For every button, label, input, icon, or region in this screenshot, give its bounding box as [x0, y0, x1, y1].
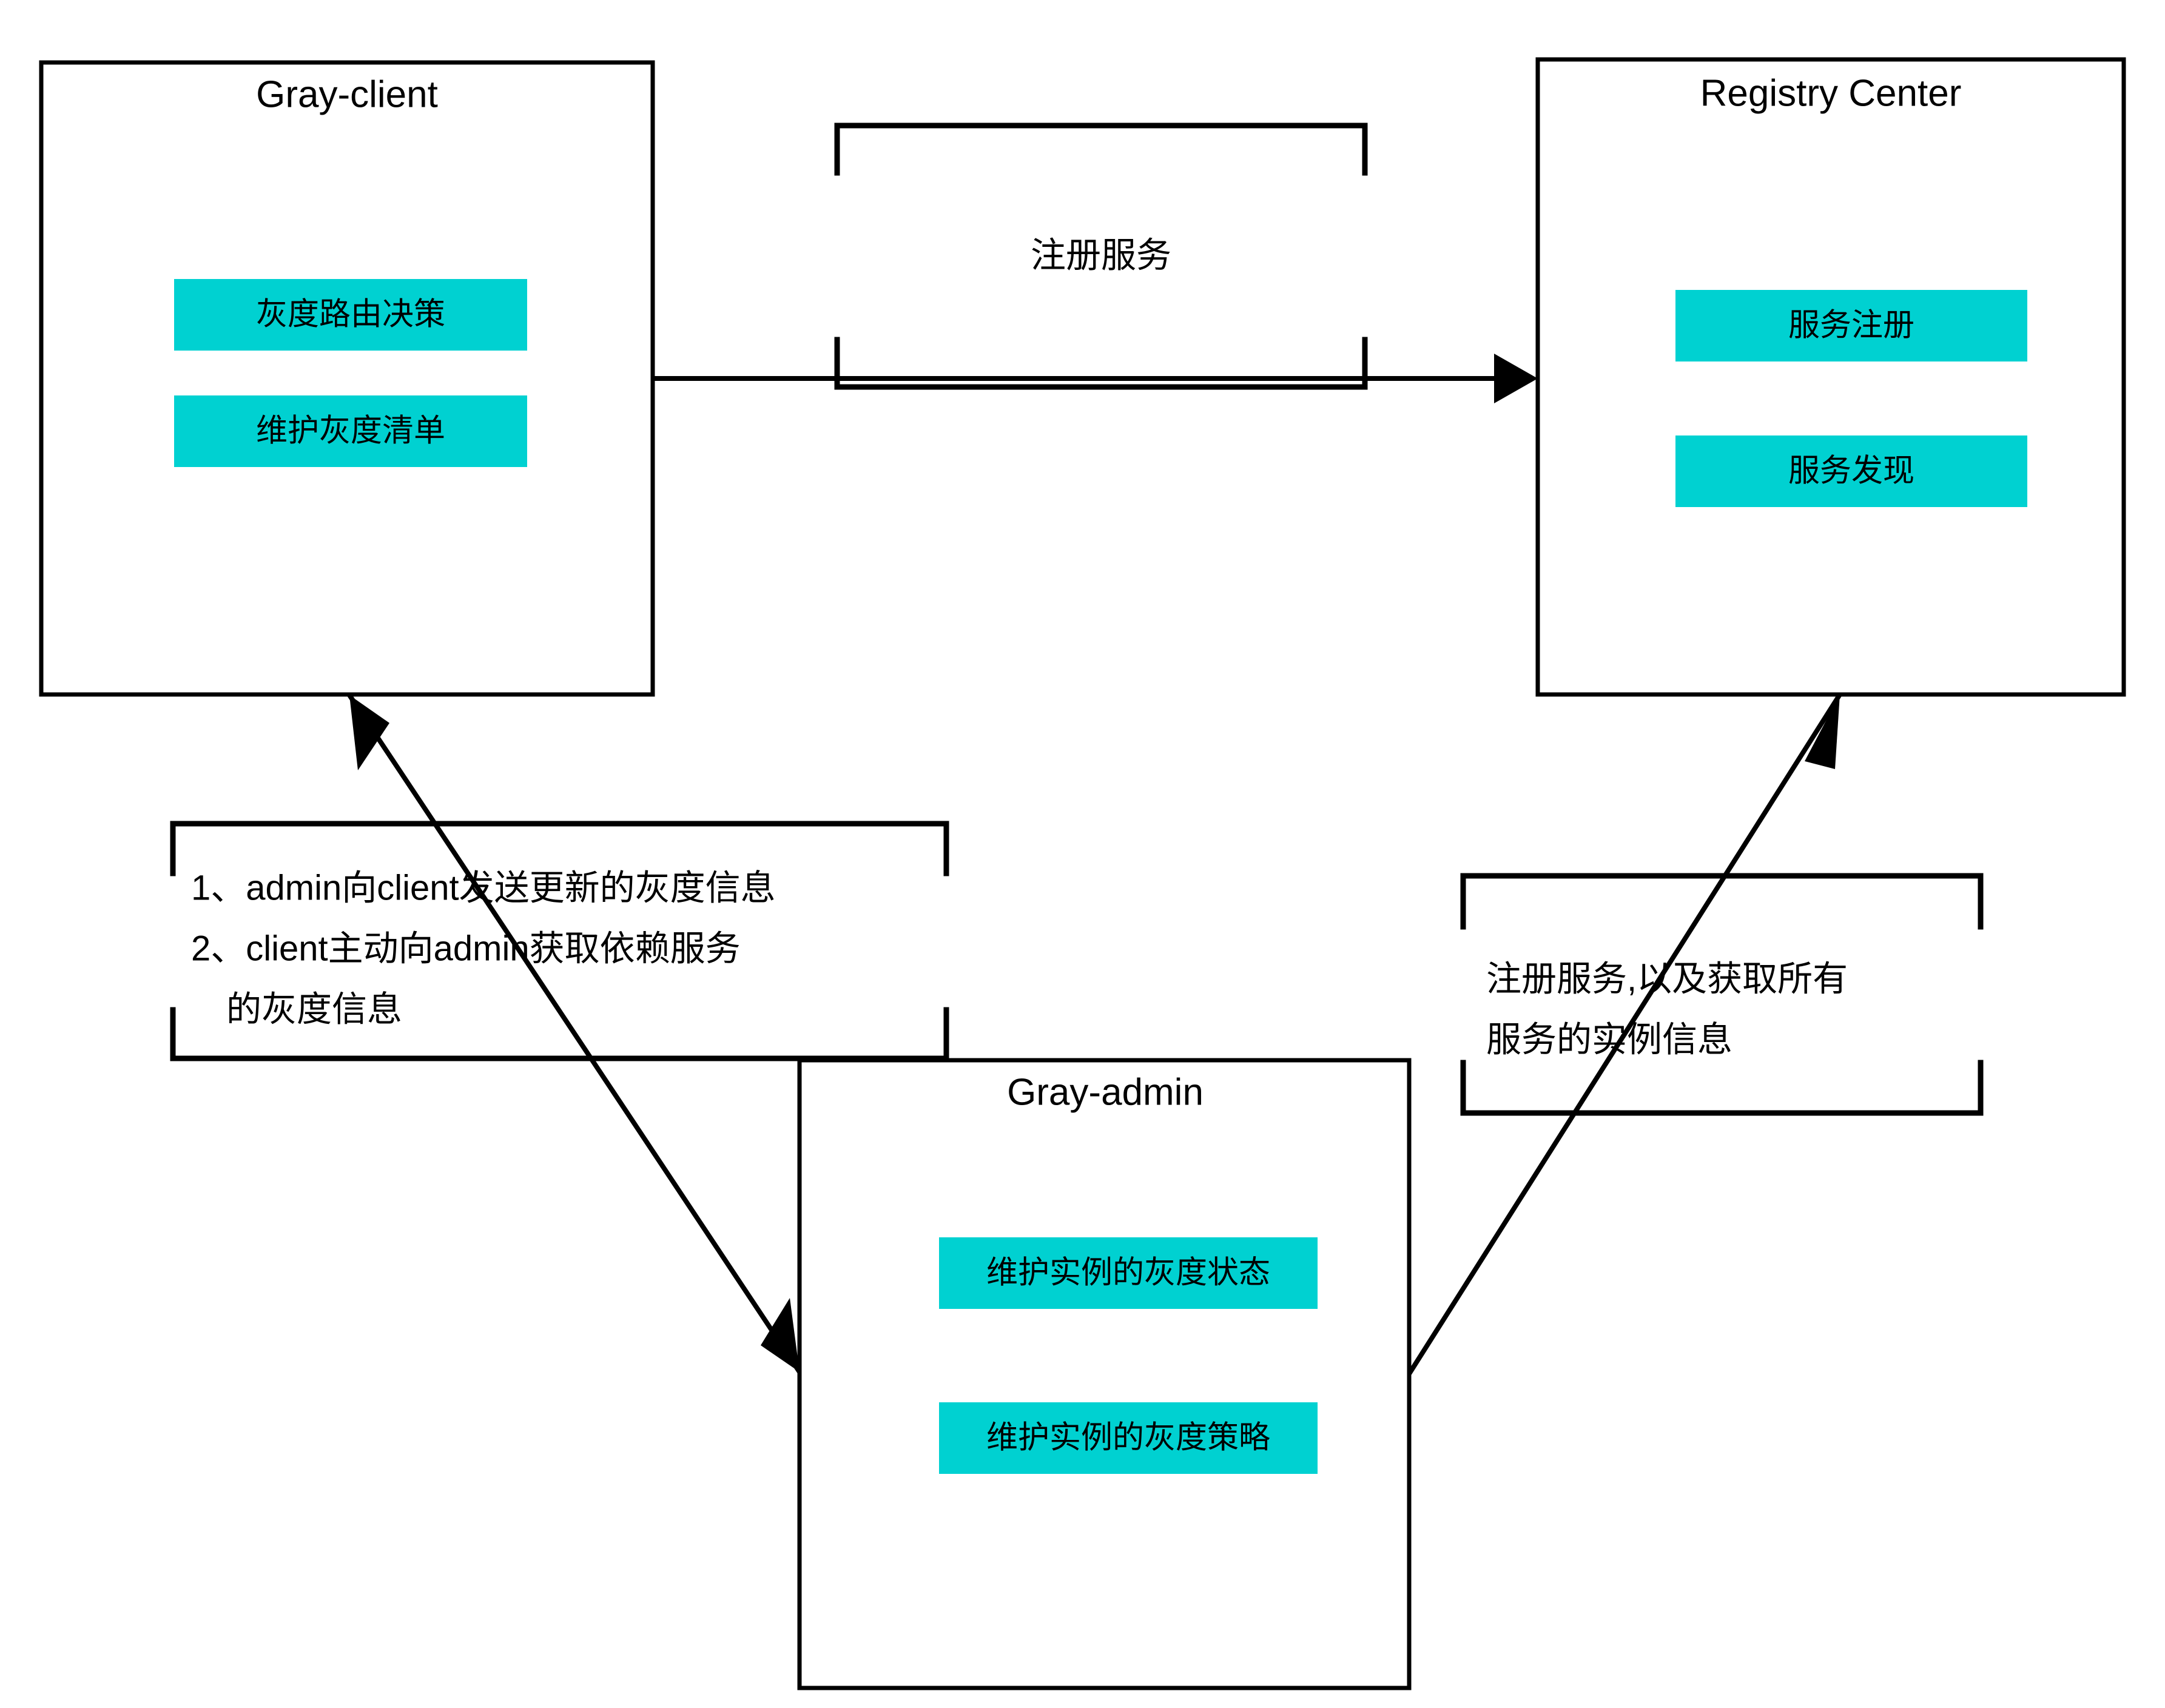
node-gray-client[interactable]: Gray-client 灰度路由决策 维护灰度清单 — [39, 60, 655, 697]
node-gray-client-component-0-box[interactable] — [174, 279, 527, 351]
edge-admin-to-client-line — [347, 693, 802, 1374]
node-gray-admin-frame[interactable] — [797, 1058, 1412, 1690]
node-gray-admin-title: Gray-admin — [1007, 1071, 1204, 1113]
edge-admin-to-registry — [1407, 693, 1842, 1376]
edge-admin-to-registry-line — [1407, 693, 1842, 1376]
edge-admin-to-client-arrowhead-top — [349, 695, 389, 770]
annotation-admin-client-sync-line-0: 1、admin向client发送更新的灰度信息 — [191, 868, 776, 907]
node-registry-center-component-0-box[interactable] — [1675, 290, 2027, 361]
annotation-admin-client-sync-bracket-bottom — [170, 1007, 949, 1061]
edge-client-to-registry — [653, 354, 1538, 403]
node-gray-admin-component-1-label: 维护实例的灰度策略 — [986, 1421, 1270, 1456]
node-registry-center-component-1-label: 服务发现 — [1788, 454, 1914, 489]
annotation-register-service: 注册服务 — [834, 123, 1368, 390]
annotation-admin-client-sync: 1、admin向client发送更新的灰度信息 2、client主动向admin… — [170, 821, 949, 1061]
annotation-admin-registry-sync-bracket-bottom — [1460, 1060, 1984, 1116]
node-gray-client-component-1-label: 维护灰度清单 — [256, 414, 445, 449]
node-registry-center-frame[interactable] — [1535, 57, 2126, 697]
node-registry-center-component-1-box[interactable] — [1675, 435, 2027, 507]
annotation-admin-registry-sync-line-0: 注册服务,以及获取所有 — [1486, 959, 1848, 998]
node-gray-client-component-1-box[interactable] — [174, 395, 527, 467]
annotation-admin-registry-sync-bracket-top — [1460, 873, 1984, 930]
edge-admin-to-registry-arrowhead — [1805, 694, 1840, 769]
edge-client-to-registry-arrowhead — [1494, 354, 1538, 403]
annotation-register-service-bracket-bottom — [834, 337, 1368, 390]
annotation-admin-client-sync-line-1: 2、client主动向admin获取依赖服务 — [191, 929, 741, 968]
node-gray-client-frame[interactable] — [39, 60, 655, 697]
node-gray-client-component-0-label: 灰度路由决策 — [256, 297, 445, 332]
node-gray-admin-component-0-box[interactable] — [939, 1237, 1318, 1309]
node-gray-admin-component-0-label: 维护实例的灰度状态 — [986, 1256, 1270, 1291]
node-registry-center[interactable]: Registry Center 服务注册 服务发现 — [1535, 57, 2126, 697]
node-gray-client-title: Gray-client — [256, 73, 438, 115]
node-registry-center-title: Registry Center — [1700, 72, 1962, 114]
node-registry-center-component-0-label: 服务注册 — [1788, 308, 1914, 343]
edge-admin-to-client — [347, 693, 802, 1374]
edge-admin-to-client-arrowhead-bottom — [761, 1298, 800, 1372]
annotation-admin-registry-sync: 注册服务,以及获取所有 服务的实例信息 — [1460, 873, 1984, 1116]
annotation-admin-registry-sync-line-1: 服务的实例信息 — [1486, 1020, 1732, 1059]
node-gray-admin-component-1-box[interactable] — [939, 1402, 1318, 1474]
annotation-register-service-bracket-top — [834, 123, 1368, 176]
annotation-admin-client-sync-bracket-top — [170, 821, 949, 876]
annotation-register-service-line-0: 注册服务 — [1031, 235, 1171, 275]
node-gray-admin[interactable]: Gray-admin 维护实例的灰度状态 维护实例的灰度策略 — [797, 1058, 1412, 1690]
annotation-admin-client-sync-line-2: 的灰度信息 — [191, 989, 402, 1029]
